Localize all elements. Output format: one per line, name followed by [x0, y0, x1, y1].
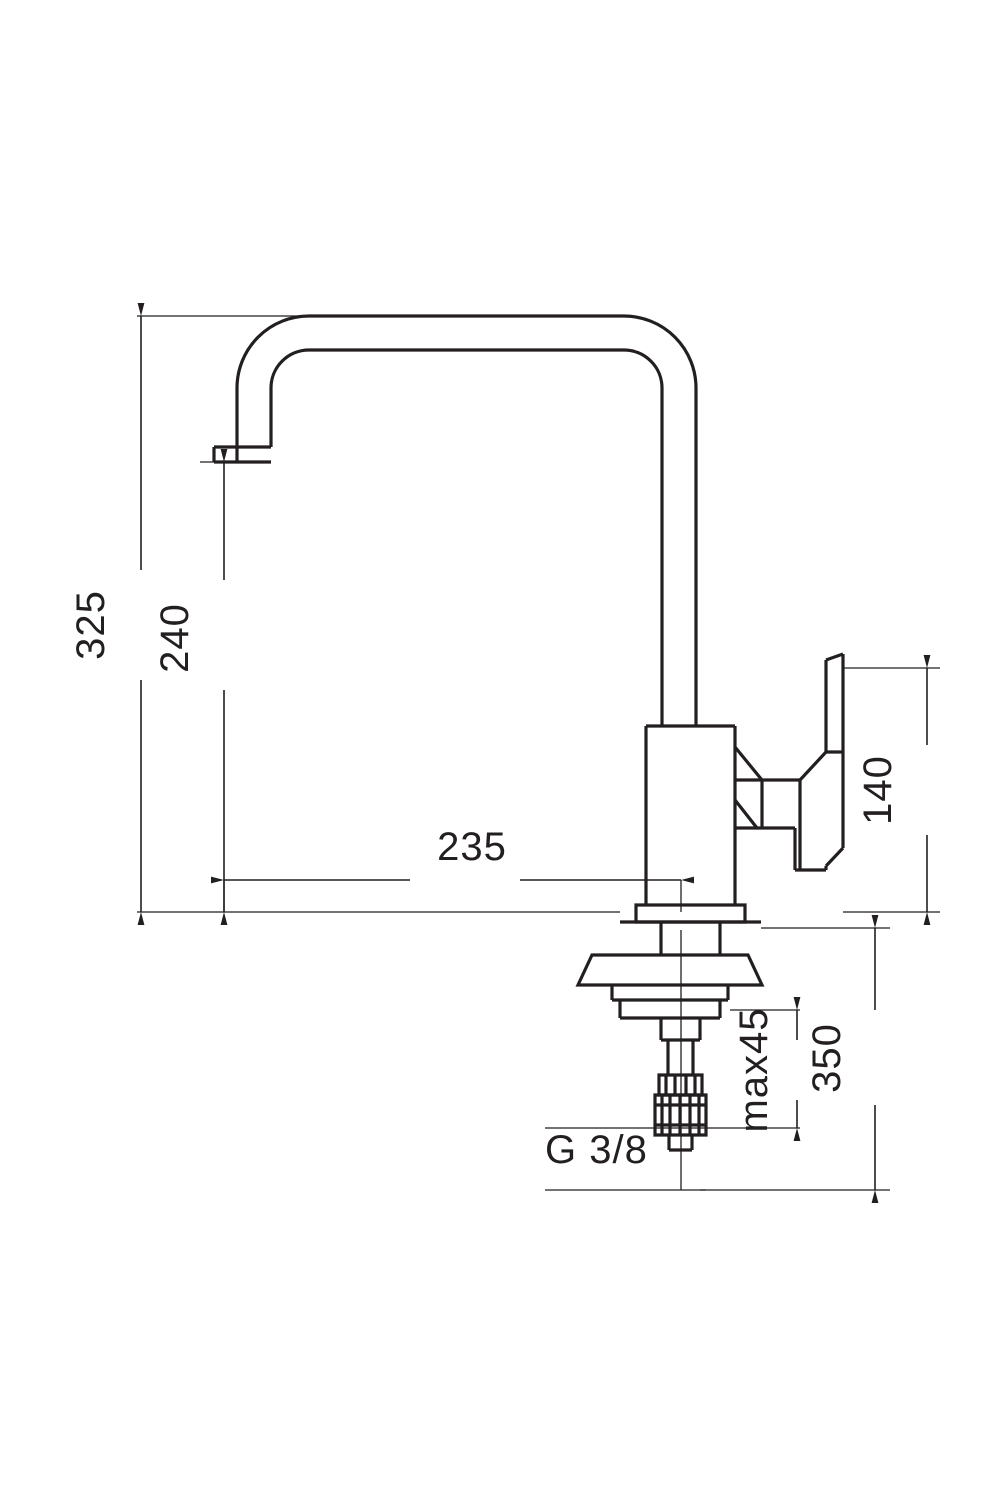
dimension-label-325: 325 [69, 590, 113, 660]
dimension-label-max45: max45 [732, 1007, 776, 1132]
dimension-label-thread: G 3/8 [545, 1128, 648, 1172]
faucet-outline [212, 314, 845, 1152]
dimension-label-235: 235 [437, 825, 507, 869]
construction-lines [137, 315, 940, 1191]
dimension-label-240: 240 [153, 603, 197, 673]
dimension-label-140: 140 [856, 755, 900, 825]
dimension-label-350: 350 [805, 1023, 849, 1093]
dimension-lines [137, 303, 931, 1203]
dimension-line-235 [211, 876, 694, 912]
